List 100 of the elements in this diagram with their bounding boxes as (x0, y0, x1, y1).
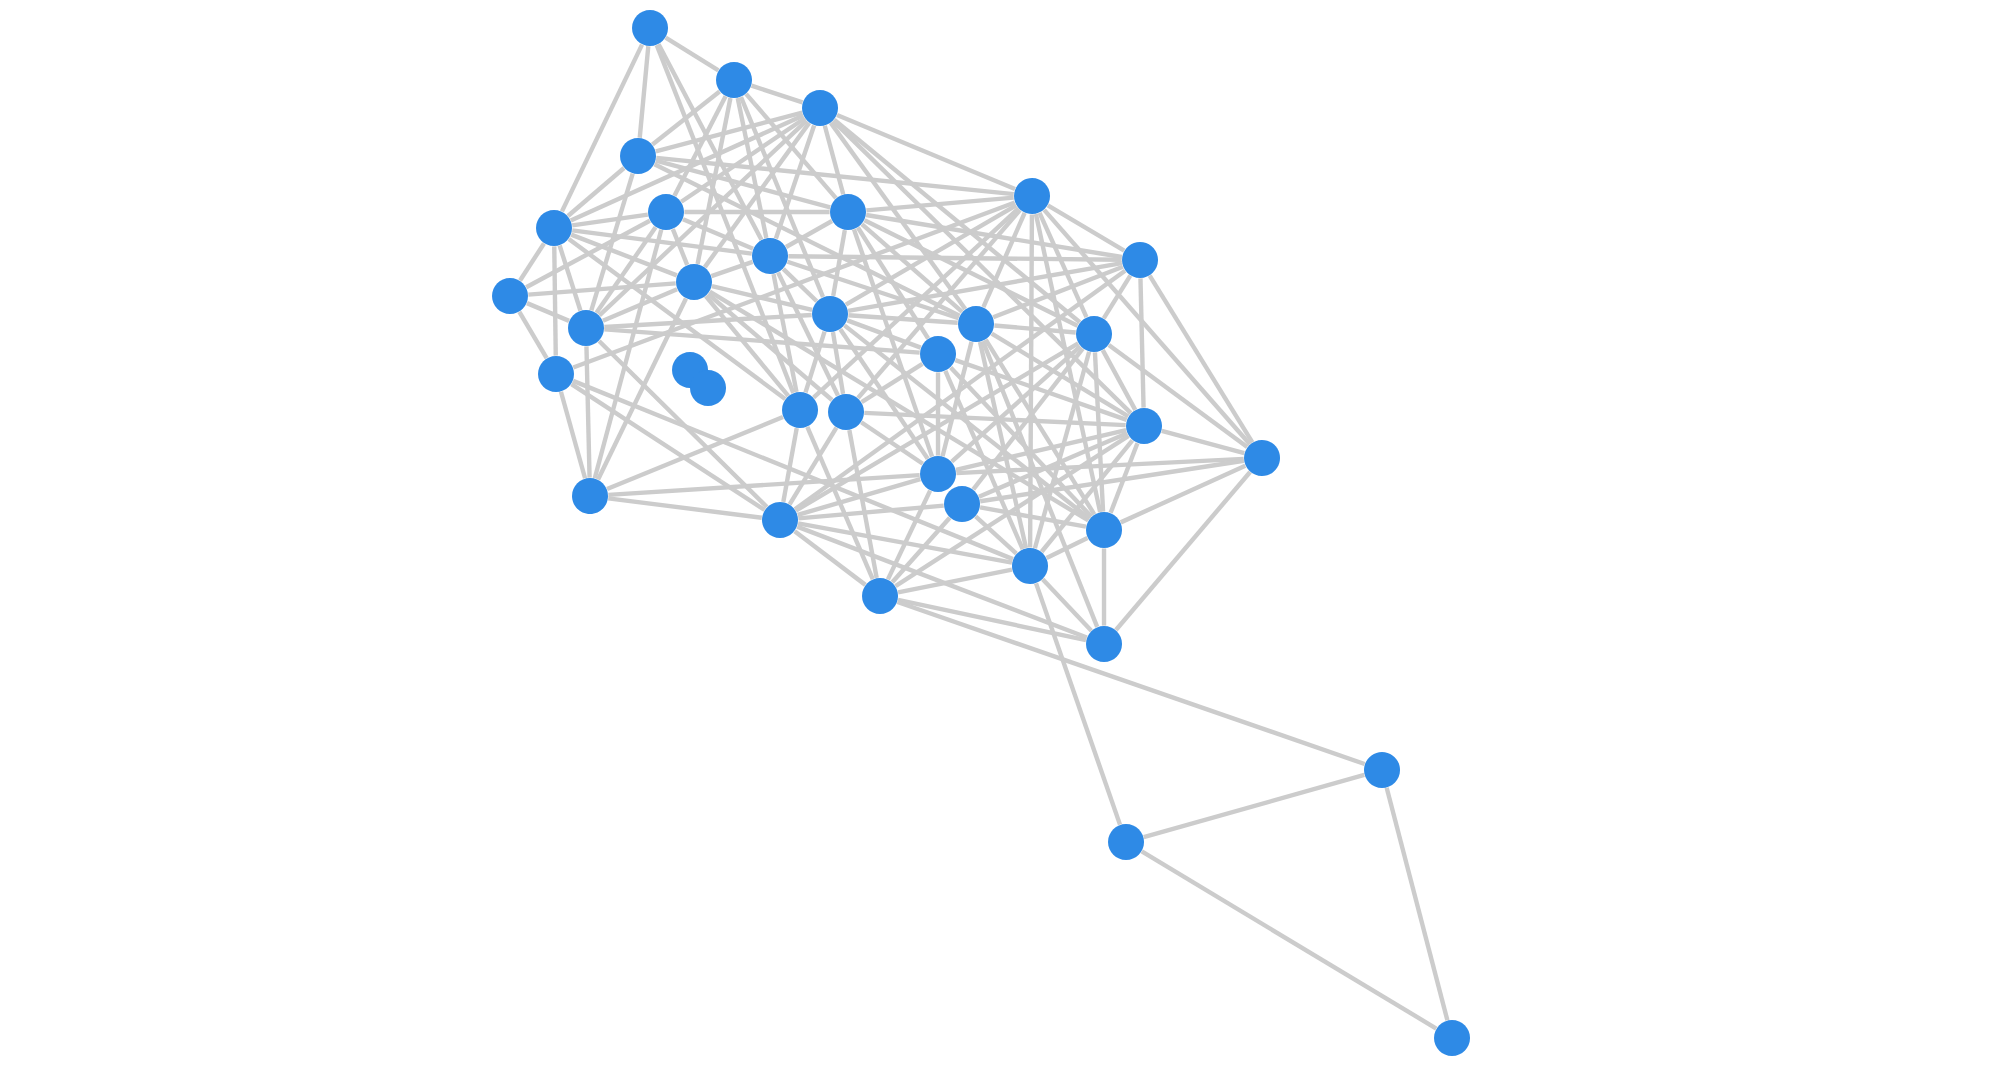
edge-line (787, 426, 839, 506)
edge-line (1092, 352, 1106, 512)
circle-node (492, 278, 528, 314)
edge-line (796, 524, 1088, 640)
edge-line (596, 297, 688, 481)
edge-line (710, 259, 754, 279)
edge-line (983, 338, 1097, 516)
edge-line (885, 489, 933, 581)
edge-line (592, 229, 664, 479)
edge-line (860, 420, 924, 466)
edge-line (797, 477, 921, 517)
edge-line (786, 259, 960, 321)
edge-line (977, 341, 1029, 549)
edge-line (584, 346, 592, 478)
edge-line (604, 327, 920, 355)
edge-line (863, 218, 1079, 328)
edge-line (1101, 548, 1107, 626)
edge-line (1108, 442, 1140, 514)
edge-line (1384, 787, 1450, 1021)
circle-node (538, 356, 574, 392)
edge-line (570, 232, 678, 278)
circle-node (762, 502, 798, 538)
edge-line (979, 458, 1245, 504)
edge-line (566, 166, 626, 218)
edge-line (1147, 274, 1255, 444)
edge-line (572, 378, 1014, 562)
circle-node (1076, 316, 1112, 352)
edge-line (1138, 278, 1146, 408)
edge-line (822, 125, 846, 195)
edge-line (744, 92, 838, 200)
edge-line (1140, 849, 1438, 1031)
edge-line (992, 264, 1124, 320)
circle-node (1012, 548, 1048, 584)
circle-node (782, 392, 818, 428)
edge-line (606, 414, 784, 492)
circle-node (1086, 626, 1122, 662)
edge-line (956, 456, 1244, 476)
edge-line (788, 254, 1122, 262)
edge-line (955, 428, 1127, 472)
edge-line (552, 246, 558, 356)
edge-line (557, 244, 583, 312)
edge-line (526, 301, 570, 323)
circle-node (1434, 1020, 1470, 1056)
edge-line (971, 347, 1085, 491)
circle-node (648, 194, 684, 230)
edge-line (589, 172, 635, 312)
edge-line (704, 294, 790, 398)
edge-line (567, 237, 787, 401)
circle-node (920, 336, 956, 372)
edge-line (560, 43, 645, 213)
edge-line (830, 331, 846, 395)
edge-line (1032, 351, 1092, 549)
edge-line (517, 310, 549, 360)
edge-line (594, 225, 658, 315)
edge-line (597, 119, 809, 317)
edge-line (897, 597, 1087, 643)
edge-line (672, 95, 728, 197)
circle-node (1126, 408, 1162, 444)
edge-line (1034, 582, 1123, 826)
edge-line (978, 431, 1128, 499)
edge-line (695, 97, 733, 265)
edge-line (706, 292, 834, 402)
edge-line (990, 331, 1130, 419)
circle-node (752, 238, 788, 274)
edge-line (655, 158, 831, 210)
edge-line (1027, 214, 1035, 548)
circle-node (1364, 752, 1400, 788)
edge-line (894, 434, 1130, 588)
edge-line (1042, 208, 1252, 446)
edge-line (781, 427, 799, 503)
edge-line (1037, 211, 1089, 319)
edge-line (848, 313, 958, 325)
edge-line (940, 341, 974, 457)
edge-line (812, 206, 1020, 400)
edge-line (1041, 577, 1093, 633)
circle-node (828, 394, 864, 430)
edge-line (670, 228, 690, 266)
edge-line (784, 219, 834, 249)
circle-node (632, 10, 668, 46)
edge-line (602, 287, 678, 323)
edge-line (571, 228, 753, 256)
edge-line (866, 195, 1014, 213)
edge-line (865, 212, 1123, 260)
edge-line (831, 229, 847, 297)
edge-line (844, 203, 1018, 307)
edge-line (797, 521, 1013, 565)
circle-node (1122, 242, 1158, 278)
circle-node (716, 62, 752, 98)
edge-line (832, 118, 1082, 324)
edge-line (776, 271, 840, 397)
edge-line (525, 218, 651, 290)
edge-line (571, 212, 649, 228)
edge-line (680, 116, 806, 204)
edge-line (773, 124, 817, 240)
circle-node (568, 310, 604, 346)
circle-node (1014, 178, 1050, 214)
edge-line (896, 599, 1366, 767)
edge-line (656, 43, 764, 241)
edge-line (856, 226, 931, 340)
edge-line (793, 529, 867, 587)
